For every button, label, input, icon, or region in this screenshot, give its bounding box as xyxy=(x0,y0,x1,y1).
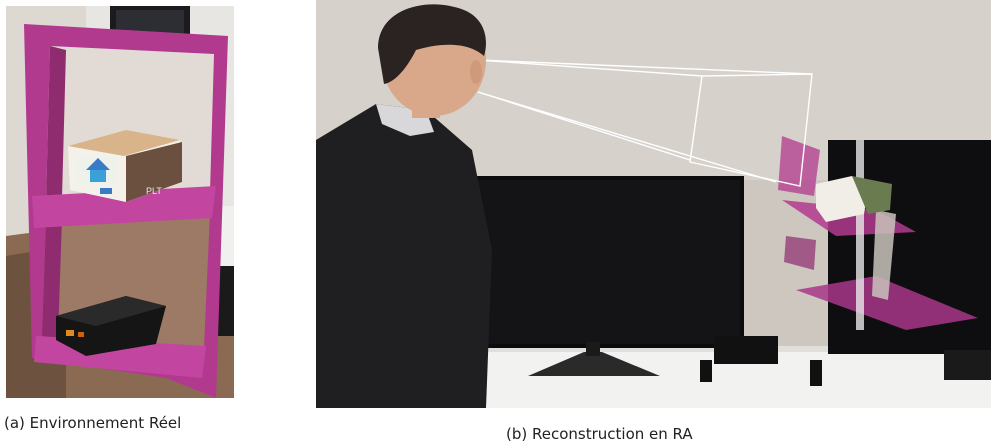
photo-real-environment: PLT xyxy=(6,6,234,398)
photo-ar-reconstruction xyxy=(316,0,991,408)
caption-ar-reconstruction: (b) Reconstruction en RA xyxy=(506,425,693,443)
avatar xyxy=(316,4,492,408)
ar-reconstruction-illustration xyxy=(316,0,991,408)
camera-frustum-icon xyxy=(477,59,813,187)
caption-real-environment: (a) Environnement Réel xyxy=(4,414,182,432)
box-brand-label: PLT xyxy=(146,186,162,196)
real-environment-illustration: PLT xyxy=(6,6,234,398)
